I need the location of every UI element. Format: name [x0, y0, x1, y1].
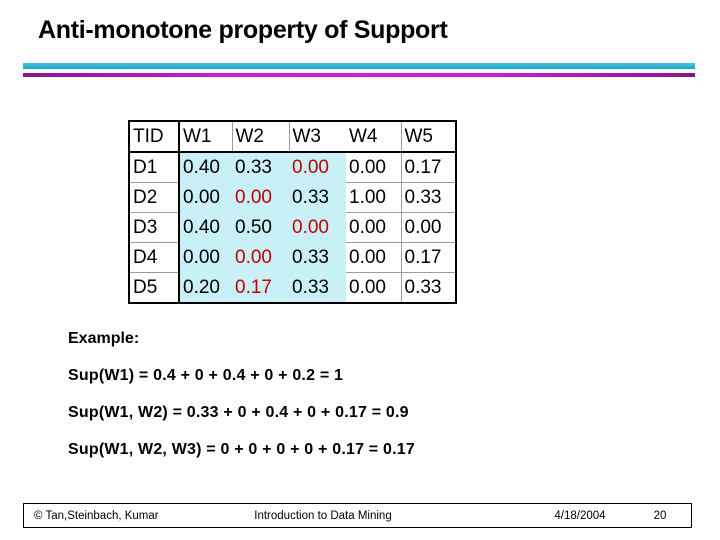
- table-header-row: TID W1 W2 W3 W4 W5: [129, 121, 456, 153]
- table-cell: 0.17: [232, 272, 289, 303]
- table-cell: 0.00: [346, 212, 401, 243]
- table-cell: 0.00: [289, 212, 346, 243]
- example-block: Example: Sup(W1) = 0.4 + 0 + 0.4 + 0 + 0…: [68, 330, 415, 478]
- row-tid: D1: [129, 152, 180, 183]
- column-header-w4: W4: [346, 121, 401, 153]
- table-cell: 0.33: [289, 242, 346, 273]
- row-tid: D5: [129, 272, 180, 303]
- table-cell: 0.20: [179, 272, 232, 303]
- footer-page-number: 20: [653, 509, 667, 522]
- table-cell: 0.00: [179, 182, 232, 213]
- column-header-w2: W2: [231, 121, 289, 153]
- table-cell: 0.00: [179, 242, 232, 273]
- table-cell: 0.40: [179, 212, 232, 243]
- table-cell: 1.00: [346, 182, 401, 213]
- slide-title: Anti-monotone property of Support: [38, 16, 448, 44]
- column-header-w3: W3: [288, 121, 346, 153]
- table-cell: 0.33: [289, 272, 346, 303]
- table-cell: 0.33: [400, 272, 456, 303]
- formula-line: Sup(W1) = 0.4 + 0 + 0.4 + 0 + 0.2 = 1: [68, 367, 344, 384]
- formula-line: Sup(W1, W2, W3) = 0 + 0 + 0 + 0 + 0.17 =…: [68, 441, 415, 458]
- table-cell: 0.50: [232, 212, 289, 243]
- example-lines: Sup(W1) = 0.4 + 0 + 0.4 + 0 + 0.2 = 1 Sup…: [68, 367, 415, 459]
- row-tid: D4: [129, 242, 180, 273]
- table-cell: 0.33: [400, 182, 456, 213]
- table-cell: 0.00: [349, 157, 386, 178]
- table-cell: 0.00: [346, 272, 401, 303]
- example-label: Example:: [68, 330, 140, 347]
- table-cell: 0.00: [400, 212, 456, 243]
- accent-bar-cyan: [23, 63, 695, 69]
- table-cell: 0.17: [400, 242, 456, 273]
- table-cell: 0.00: [232, 242, 289, 273]
- table-cell: 0.33: [289, 182, 346, 213]
- column-header-w1: W1: [179, 121, 232, 153]
- row-tid: D3: [129, 212, 180, 243]
- accent-bar-magenta: [23, 73, 695, 77]
- column-header-w5: W5: [400, 121, 456, 153]
- footer-book-title: Introduction to Data Mining: [254, 509, 392, 522]
- table-cell: 0.00: [289, 152, 346, 183]
- column-header-tid: TID: [129, 121, 180, 153]
- table-cell: 0.33: [232, 152, 289, 183]
- table-cell: 0.00: [232, 182, 289, 213]
- footer-copyright: © Tan,Steinbach, Kumar: [34, 509, 159, 522]
- formula-line: Sup(W1, W2) = 0.33 + 0 + 0.4 + 0 + 0.17 …: [68, 404, 409, 421]
- table-cell: 0.00: [346, 242, 401, 273]
- row-tid: D2: [129, 182, 180, 213]
- footer-bar: © Tan,Steinbach, Kumar Introduction to D…: [23, 503, 692, 528]
- table-cell: 0.40: [179, 152, 232, 183]
- footer-date: 4/18/2004: [554, 509, 606, 522]
- table-cell: 0.17: [400, 152, 456, 183]
